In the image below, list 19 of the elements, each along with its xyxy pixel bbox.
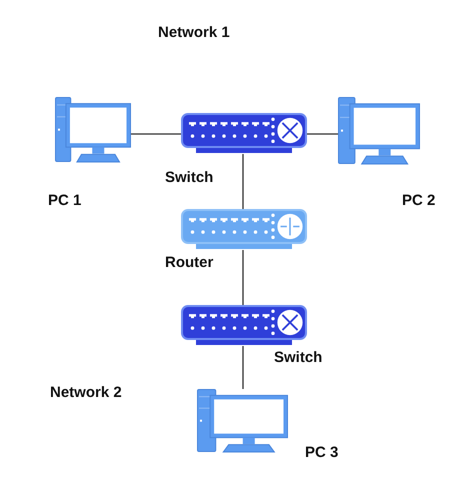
network-label: Network 1 xyxy=(158,25,230,40)
computer-icon xyxy=(338,97,420,165)
connection-line xyxy=(307,133,338,135)
device-label: Switch xyxy=(274,350,322,365)
connection-line xyxy=(242,346,244,389)
network-switch-icon xyxy=(181,113,307,154)
device-label: Router xyxy=(165,255,214,270)
device-label: PC 2 xyxy=(402,193,436,208)
router-icon xyxy=(181,209,307,250)
connection-line xyxy=(242,154,244,209)
network-label: Network 2 xyxy=(50,385,122,400)
connection-line xyxy=(242,250,244,305)
network-switch-icon xyxy=(181,305,307,346)
connection-line xyxy=(131,133,181,135)
device-label: PC 3 xyxy=(305,445,338,460)
device-label: PC 1 xyxy=(48,193,82,208)
computer-icon xyxy=(197,389,288,453)
computer-icon xyxy=(55,97,131,163)
device-label: Switch xyxy=(165,170,214,185)
